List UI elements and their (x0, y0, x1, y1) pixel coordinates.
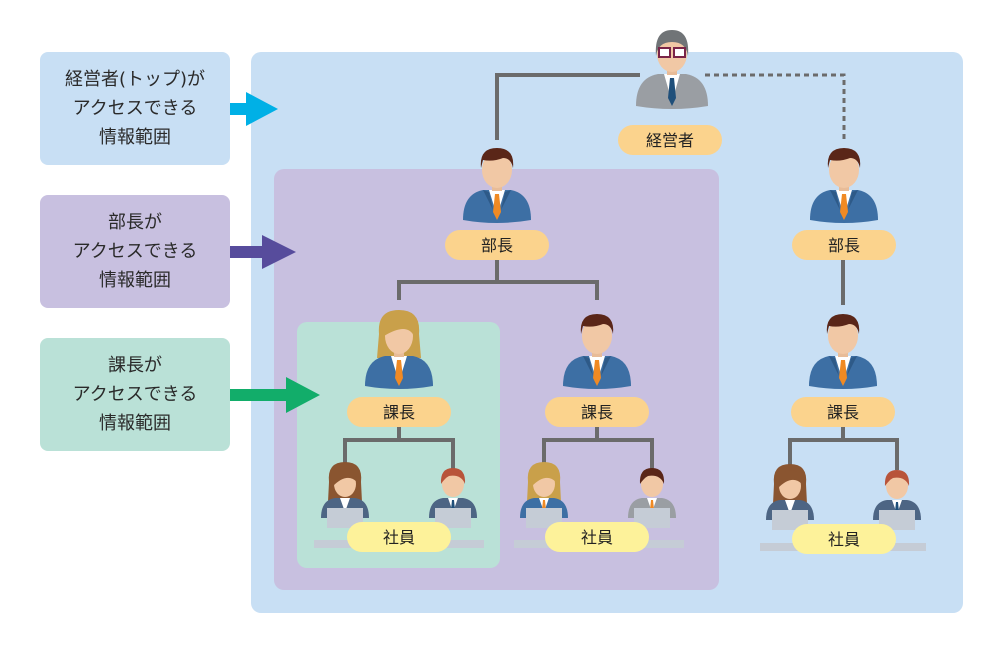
executive-node: 経営者 (618, 29, 722, 155)
section-manager-right-node: 課長 (791, 314, 895, 427)
section-manager-left-avatar-icon (365, 310, 433, 389)
executive-avatar-icon (635, 29, 709, 110)
arrow-executive-scope-icon (230, 92, 278, 126)
staff-left-label: 社員 (383, 528, 415, 547)
legend-department-manager-scope: 部長が アクセスできる 情報範囲 (40, 195, 230, 308)
dept-manager-left-node: 部長 (445, 148, 549, 260)
section-manager-middle-avatar-icon (563, 314, 631, 389)
staff-middle-male-avatar-icon (628, 468, 676, 528)
section-manager-right-label: 課長 (827, 403, 859, 422)
legend-dept-line1: 部長が (108, 212, 162, 233)
arrow-dept-scope-icon (230, 235, 296, 269)
section-manager-middle-node: 課長 (545, 314, 649, 427)
section-manager-right-avatar-icon (809, 314, 877, 389)
staff-right-female-avatar-icon (766, 464, 814, 530)
dept-manager-right-node: 部長 (792, 148, 896, 260)
legend-dept-line3: 情報範囲 (99, 270, 171, 291)
arrow-section-scope-icon (230, 377, 320, 413)
dept-manager-right-avatar-icon (810, 148, 878, 223)
legend-executive-line3: 情報範囲 (99, 127, 171, 148)
legend-section-line2: アクセスできる (72, 384, 198, 405)
connector-lines (343, 73, 899, 470)
staff-left-male-avatar-icon (429, 468, 477, 528)
staff-middle-female-avatar-icon (520, 462, 568, 528)
legend-executive-scope: 経営者(トップ)が アクセスできる 情報範囲 (40, 52, 230, 165)
legend-section-line3: 情報範囲 (99, 413, 171, 434)
staff-middle-node: 社員 (514, 462, 684, 552)
section-manager-left-node: 課長 (347, 310, 451, 427)
section-manager-left-label: 課長 (383, 403, 415, 422)
dept-manager-left-label: 部長 (481, 236, 513, 255)
staff-right-node: 社員 (760, 464, 926, 554)
connector-exec-to-dept-left (495, 73, 640, 140)
executive-label: 経営者 (646, 131, 694, 150)
staff-right-male-avatar-icon (873, 470, 921, 530)
legend-dept-line2: アクセスできる (72, 241, 198, 262)
section-manager-middle-label: 課長 (581, 403, 613, 422)
dept-manager-left-avatar-icon (463, 148, 531, 223)
staff-right-label: 社員 (828, 530, 860, 549)
connector-section-left-branch (343, 438, 455, 470)
executive-pill (618, 125, 722, 155)
staff-left-node: 社員 (314, 462, 484, 552)
dept-manager-right-label: 部長 (828, 236, 860, 255)
legend-section-line1: 課長が (108, 355, 162, 376)
legend-executive-line2: アクセスできる (72, 98, 198, 119)
connector-dept-left-branch (397, 280, 599, 300)
legend-executive-line1: 経営者(トップ)が (64, 69, 206, 90)
connector-section-right-branch (788, 438, 899, 470)
connector-exec-to-dept-right-dotted (705, 73, 846, 140)
staff-middle-label: 社員 (581, 528, 613, 547)
legend-section-manager-scope: 課長が アクセスできる 情報範囲 (40, 338, 230, 451)
staff-left-female-avatar-icon (321, 462, 369, 528)
connector-section-middle-branch (542, 438, 654, 470)
